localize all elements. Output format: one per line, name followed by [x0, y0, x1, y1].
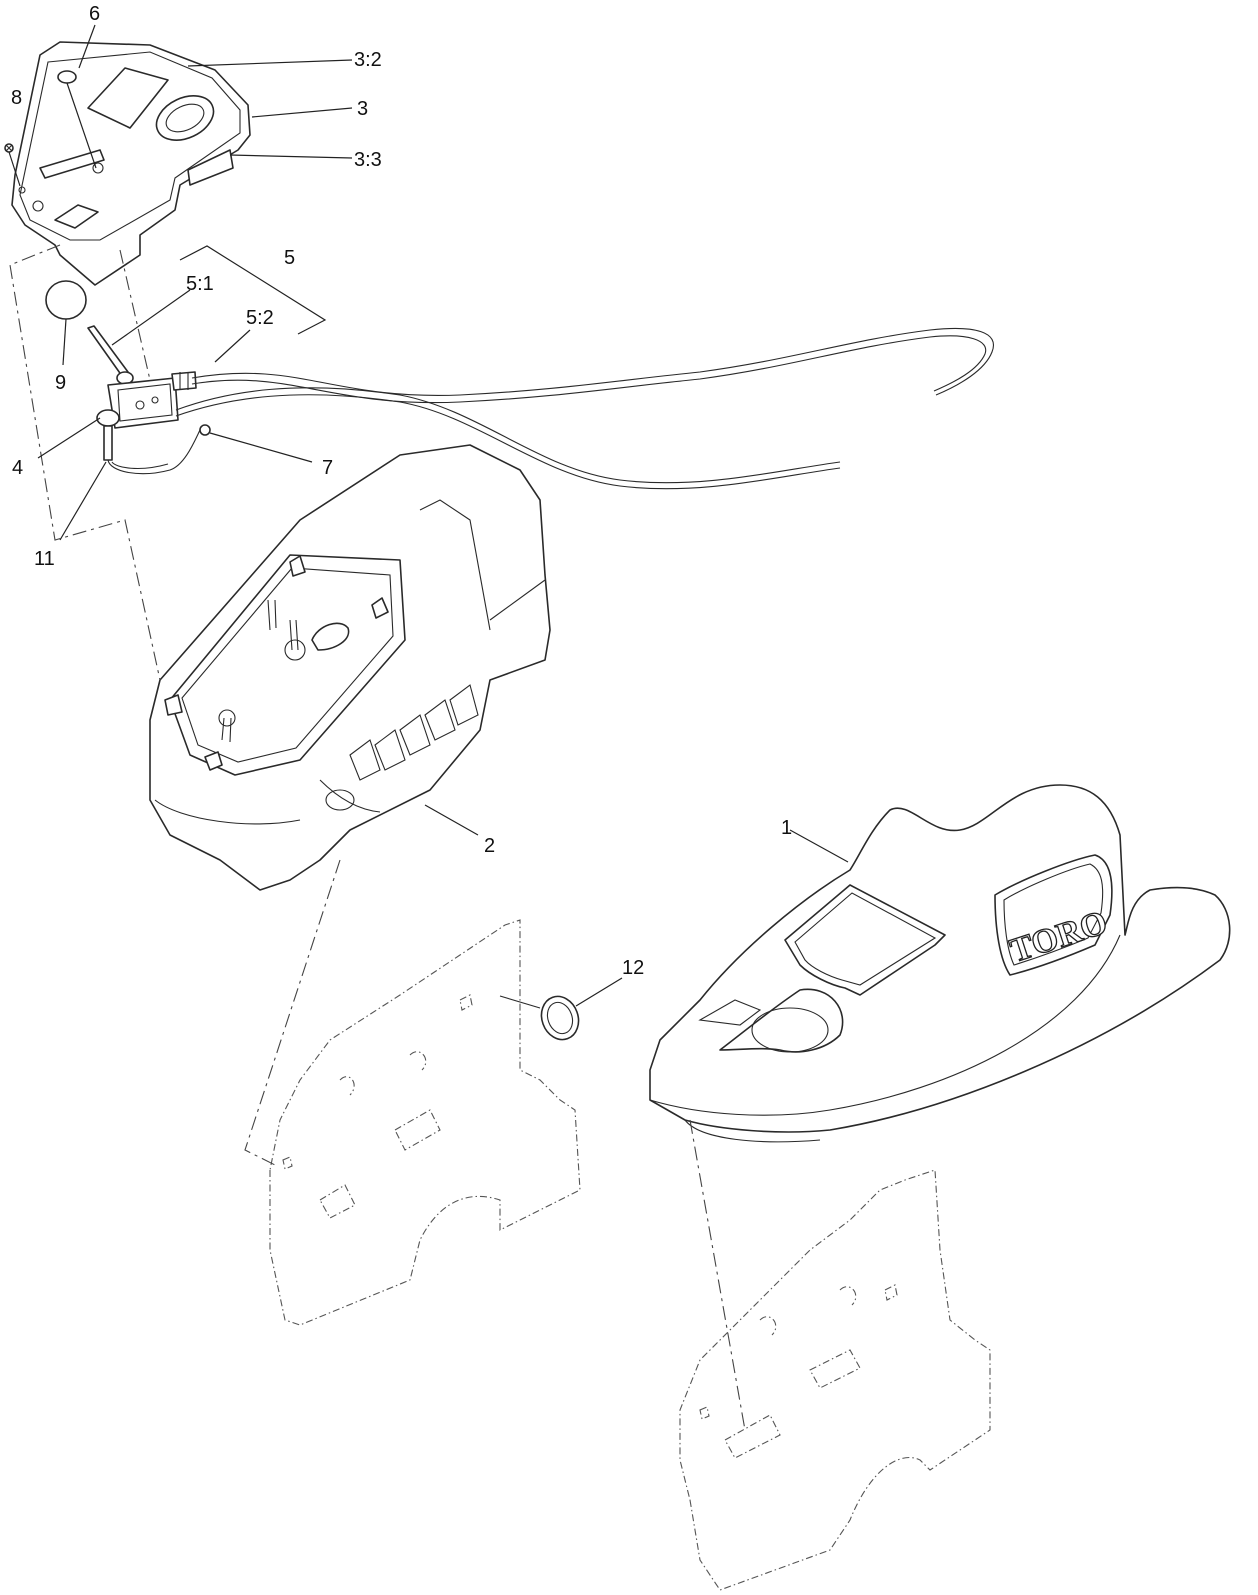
callout-7: 7	[322, 457, 333, 479]
console-cover: TORO	[649, 784, 1231, 1143]
callout-9: 9	[55, 372, 66, 394]
callouts: 1 2 3 3:2 3:3 4 5 5:1 5:2 6 7 8 9 11 12	[11, 3, 792, 979]
callout-2: 2	[484, 835, 495, 857]
control-panel-cover	[11, 41, 251, 286]
assembly-lines	[9, 244, 746, 1431]
callout-5: 5	[284, 247, 295, 269]
screw	[4, 143, 21, 187]
frame-panel-right	[679, 1169, 991, 1591]
callout-3-2: 3:2	[354, 49, 382, 71]
nut	[199, 424, 211, 436]
console-housing	[149, 444, 551, 891]
callout-12: 12	[622, 957, 644, 979]
knob-cap	[57, 70, 97, 169]
grommet	[499, 995, 580, 1041]
choke-knob	[96, 409, 201, 475]
callout-6: 6	[89, 3, 100, 25]
callout-5-1: 5:1	[186, 273, 214, 295]
callout-4: 4	[12, 457, 23, 479]
throttle-control-assembly	[45, 280, 197, 429]
group-bracket	[179, 245, 327, 335]
callout-5-2: 5:2	[246, 307, 274, 329]
frame-panel-left	[269, 919, 581, 1326]
callout-8: 8	[11, 87, 22, 109]
callout-1: 1	[781, 817, 792, 839]
callout-11: 11	[34, 548, 55, 570]
throttle-cable	[175, 327, 994, 490]
callout-3-3: 3:3	[354, 149, 382, 171]
callout-3: 3	[357, 98, 368, 120]
leader-lines	[37, 24, 849, 1007]
